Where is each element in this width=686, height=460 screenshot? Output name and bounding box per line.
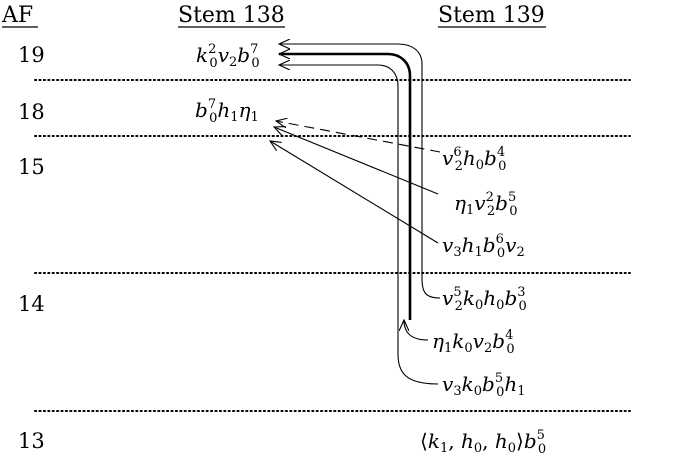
header-stem-139: Stem 139: [438, 3, 545, 28]
af-label-19: 19: [18, 43, 45, 67]
differential-eta1-v2-2-to-b0-7: [274, 127, 439, 195]
differential-eta1-k0-connector: [404, 320, 429, 341]
af-label-15: 15: [18, 155, 45, 179]
af-label-18: 18: [18, 100, 45, 124]
af-label-13: 13: [18, 429, 45, 453]
differential-d5-to-k0sq-top: [279, 44, 441, 299]
header-af: AF: [1, 3, 33, 28]
differential-v3-h1-to-b0-7: [270, 141, 439, 244]
af-label-14: 14: [18, 292, 45, 316]
differential-to-k0sq-bottom: [279, 65, 439, 385]
header-stem-138: Stem 138: [178, 3, 285, 28]
differential-thick-to-k0sq-middle: [279, 54, 412, 320]
differential-dashed-to-b0-7-h1-eta1: [276, 121, 441, 153]
